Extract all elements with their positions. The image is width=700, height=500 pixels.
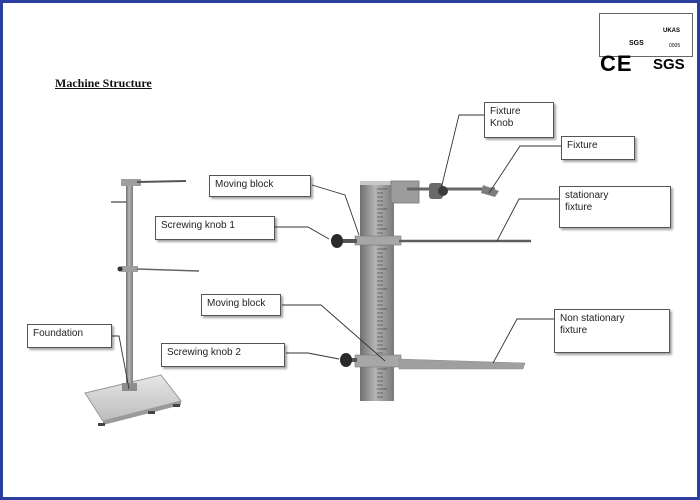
- callout-fixture-knob: Fixture Knob: [484, 102, 554, 138]
- foundation-foot: [173, 404, 180, 407]
- machine-diagram: [84, 13, 685, 426]
- overview-column: [126, 180, 133, 390]
- moving-block-2: [354, 354, 402, 368]
- fixture-head-block: [390, 180, 420, 204]
- fixture-knob-cap: [438, 186, 448, 196]
- overview-upper-arm: [136, 180, 187, 183]
- fixture-knob-body: [429, 183, 443, 199]
- non-stationary-fixture-plate: [398, 358, 526, 370]
- screwing-knob-2-head: [340, 353, 352, 367]
- overview-lower-block: [121, 266, 138, 272]
- closeup-column: [360, 183, 394, 401]
- leader-moving-block-2: [282, 304, 386, 362]
- foundation-foot: [148, 411, 155, 414]
- overview-upper-block: [121, 179, 141, 186]
- leader-stationary-fixture: [496, 198, 559, 242]
- callout-fixture: Fixture: [561, 136, 635, 160]
- foundation-plate-edge: [103, 401, 181, 425]
- ukas-number: 0005: [669, 43, 681, 49]
- leader-screwing-knob-1: [275, 226, 330, 240]
- callout-moving-block-1: Moving block: [209, 175, 311, 197]
- leader-fixture-knob: [440, 114, 484, 190]
- leader-lines: [112, 114, 561, 390]
- section-heading: Machine Structure: [55, 76, 152, 90]
- leader-screwing-knob-2: [286, 352, 340, 360]
- callout-screwing-knob-2: Screwing knob 2: [161, 343, 285, 367]
- callout-non-stationary-fixture: Non stationary fixture: [554, 309, 670, 353]
- ce-mark: CE: [600, 51, 633, 76]
- sgs-mark: SGS: [653, 56, 685, 73]
- ukas-text: UKAS: [663, 28, 681, 34]
- overview-lower-arm: [136, 268, 200, 272]
- overview-column-foot: [122, 383, 137, 391]
- callout-stationary-fixture: stationary fixture: [559, 186, 671, 228]
- sgs-badge-text: SGS: [629, 40, 644, 47]
- leader-moving-block-1: [311, 184, 360, 236]
- certification-badge-box: [599, 13, 693, 57]
- callout-moving-block-2: Moving block: [201, 294, 281, 316]
- callout-foundation: Foundation: [27, 324, 112, 348]
- closeup-column-top: [360, 181, 394, 185]
- foundation-foot: [98, 423, 105, 426]
- closeup-machine: [331, 180, 531, 401]
- callout-screwing-knob-1: Screwing knob 1: [155, 216, 275, 240]
- moving-block-1: [354, 235, 402, 246]
- leader-fixture: [488, 145, 561, 194]
- overview-machine: [84, 179, 200, 426]
- leader-foundation: [112, 335, 130, 390]
- screwing-knob-1-head: [331, 234, 343, 248]
- overview-knob: [117, 266, 123, 272]
- screwing-knob-1-stem: [341, 239, 357, 243]
- leader-non-stationary-fixture: [492, 318, 554, 364]
